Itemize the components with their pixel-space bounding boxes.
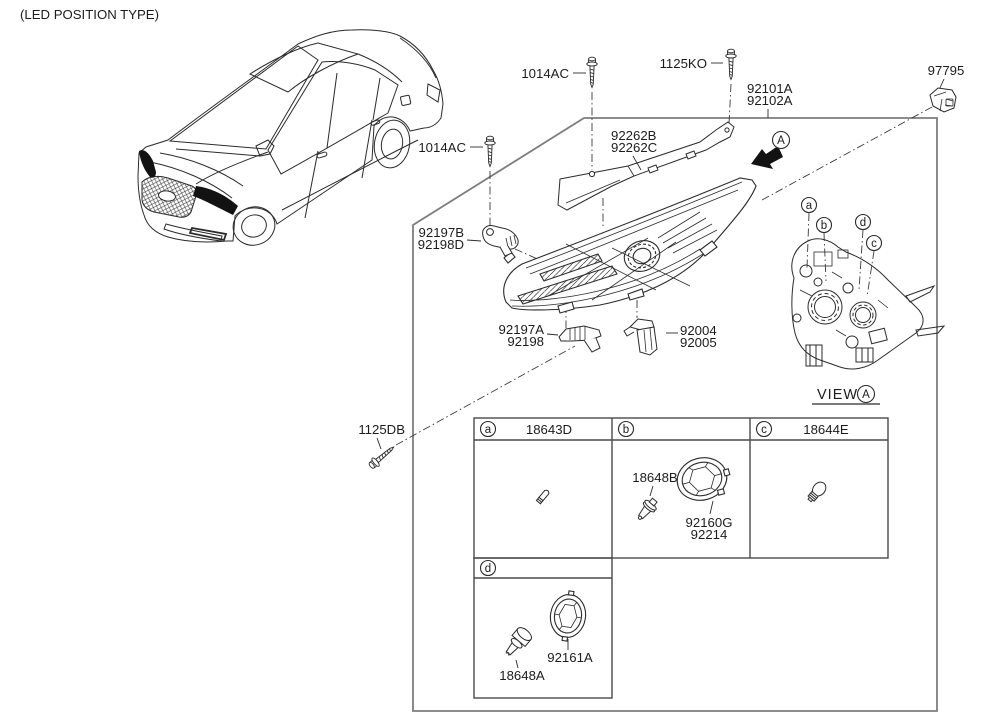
legend-marker-a: a: [485, 424, 492, 436]
clip-97795: [929, 87, 957, 113]
direction-arrow: A: [751, 130, 791, 169]
legend-cover-d-label: 92161A: [547, 650, 593, 665]
legend-marker-c: c: [761, 424, 767, 436]
trim-strip: [557, 121, 735, 211]
label-92101a: 92101A: [747, 81, 793, 96]
view-ref-letter: A: [862, 389, 870, 401]
label-1014ac-side: 1014AC: [418, 140, 466, 155]
label-92005: 92005: [680, 335, 717, 350]
marker-a: a: [806, 200, 813, 212]
label-92004: 92004: [680, 323, 717, 338]
drl-hatch-band-2: [539, 253, 603, 282]
bulb-18648a-icon: [505, 627, 532, 656]
view-label: VIEW: [817, 387, 858, 403]
legend-marker-b: b: [623, 424, 629, 436]
marker-c: c: [871, 238, 877, 250]
marker-b: b: [821, 220, 827, 232]
screw-1125ko: [725, 48, 737, 80]
bracket-92197b: [482, 225, 519, 257]
legend-cover-b-label1: 92160G: [686, 515, 733, 530]
direction-arrow-icon: [751, 146, 783, 169]
rear-view-markers: a b d c: [800, 196, 883, 298]
label-92198d: 92198D: [418, 237, 464, 252]
exploded-view-box: [412, 117, 938, 712]
legend-cover-b-label2: 92214: [691, 527, 728, 542]
label-92197b: 92197B: [419, 225, 465, 240]
legend-marker-d: d: [485, 563, 491, 575]
label-97795: 97795: [928, 63, 965, 78]
drl-hatch-band: [517, 265, 618, 305]
label-1125ko: 1125KO: [660, 56, 707, 71]
screw-1014ac-top: [586, 56, 598, 88]
bulb-18648b-icon: [637, 497, 658, 520]
page-note: (LED POSITION TYPE): [20, 7, 159, 22]
label-92262b: 92262B: [611, 128, 657, 143]
bolt-1125db: [366, 442, 398, 471]
legend-table: a 18643D b c 18644E d 18648B: [473, 417, 889, 699]
label-92197a: 92197A: [499, 322, 545, 337]
bracket-92197a: [558, 325, 602, 353]
callout-labels: 1014AC 1125KO 92101A 92102A 97795 92262B…: [358, 56, 965, 450]
legend-bulb-d-label: 18648A: [499, 668, 545, 683]
label-92102a: 92102A: [747, 93, 793, 108]
cover-92161a-icon: [549, 590, 587, 642]
label-1125db: 1125DB: [358, 422, 405, 437]
car-illustration: [137, 29, 444, 246]
label-92262c: 92262C: [611, 140, 658, 155]
bulb-18643d-icon: [535, 489, 550, 505]
bulb-18644e-icon: [807, 481, 827, 503]
headlamp-assembly: [503, 177, 757, 314]
legend-header-a: 18643D: [526, 422, 572, 437]
legend-bulb-b-label: 18648B: [632, 470, 678, 485]
cover-92160g-icon: [676, 457, 731, 501]
center-lines: [395, 83, 933, 446]
legend-header-c: 18644E: [803, 422, 849, 437]
view-a-caption: VIEW A: [812, 384, 880, 405]
headlamp-silhouette: [193, 186, 238, 215]
headlamp-silhouette-left: [139, 150, 156, 178]
bracket-92004: [623, 318, 658, 356]
direction-ref-letter: A: [777, 135, 785, 147]
label-1014ac-top: 1014AC: [521, 66, 569, 81]
rear-view-housing: [791, 238, 946, 370]
screw-1014ac-side: [484, 135, 496, 167]
marker-d: d: [860, 217, 866, 229]
label-92198: 92198: [507, 334, 544, 349]
